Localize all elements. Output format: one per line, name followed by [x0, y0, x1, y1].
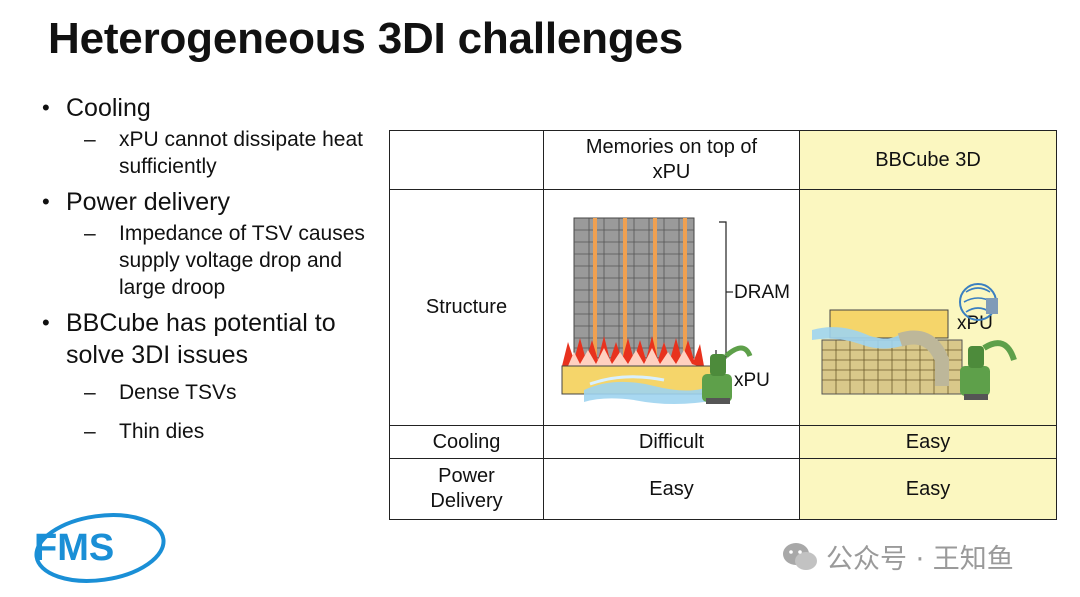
structure-label: Structure: [389, 189, 544, 426]
pump-icon: [897, 330, 1017, 400]
dram-stack: [573, 217, 727, 359]
cooling-label: Cooling: [389, 425, 544, 459]
table-header-row: Memories on top of xPU BBCube 3D: [389, 130, 1057, 190]
fan-icon: [959, 283, 998, 321]
water-splash-icon: [812, 327, 902, 349]
stacked-memory-illustration: DRAM xPU: [561, 217, 790, 404]
water-splash-icon: [584, 375, 716, 404]
bullet-list: • Cooling – xPU cannot dissipate heat su…: [42, 92, 382, 451]
fms-logo: FMS: [28, 508, 168, 595]
cooling-bbcube-value: Easy: [799, 425, 1057, 459]
power-bbcube-value: Easy: [799, 458, 1057, 520]
sub-bullet: – Impedance of TSV causes supply voltage…: [84, 222, 365, 299]
comparison-table: Memories on top of xPU BBCube 3D Structu…: [389, 130, 1057, 520]
flame-icon: [562, 336, 704, 366]
table-row-power: Power Delivery Easy Easy: [389, 458, 1057, 520]
dram-label: DRAM: [734, 282, 790, 303]
bullet-cooling: • Cooling: [42, 94, 151, 122]
xpu-label-left: xPU: [734, 370, 770, 391]
sub-bullet: – xPU cannot dissipate heat sufficiently: [84, 128, 363, 178]
header-memories-on-xpu: Memories on top of xPU: [543, 130, 800, 190]
bullet-bbcube: • BBCube has potential to solve 3DI issu…: [42, 309, 336, 369]
bbcube-structure-cell: xPU: [799, 189, 1057, 426]
table-row-cooling: Cooling Difficult Easy: [389, 425, 1057, 459]
header-bbcube: BBCube 3D: [799, 130, 1057, 190]
watermark: 公众号 · 王知鱼: [782, 537, 1014, 576]
wechat-icon: [783, 542, 817, 570]
cooling-stacked-value: Difficult: [543, 425, 800, 459]
table-row-structure: Structure: [389, 189, 1057, 426]
power-label: Power Delivery: [389, 458, 544, 520]
bbcube-illustration: xPU: [812, 283, 1017, 400]
header-empty-cell: [389, 130, 544, 190]
svg-text:FMS: FMS: [34, 527, 114, 569]
sub-bullet: – Thin dies: [84, 420, 205, 443]
stacked-structure-cell: DRAM xPU: [543, 189, 800, 426]
power-stacked-value: Easy: [543, 458, 800, 520]
bullet-power-delivery: • Power delivery: [42, 188, 230, 216]
pump-icon: [702, 345, 753, 404]
sub-bullet: – Dense TSVs: [84, 381, 237, 404]
slide-title: Heterogeneous 3DI challenges: [48, 14, 684, 63]
